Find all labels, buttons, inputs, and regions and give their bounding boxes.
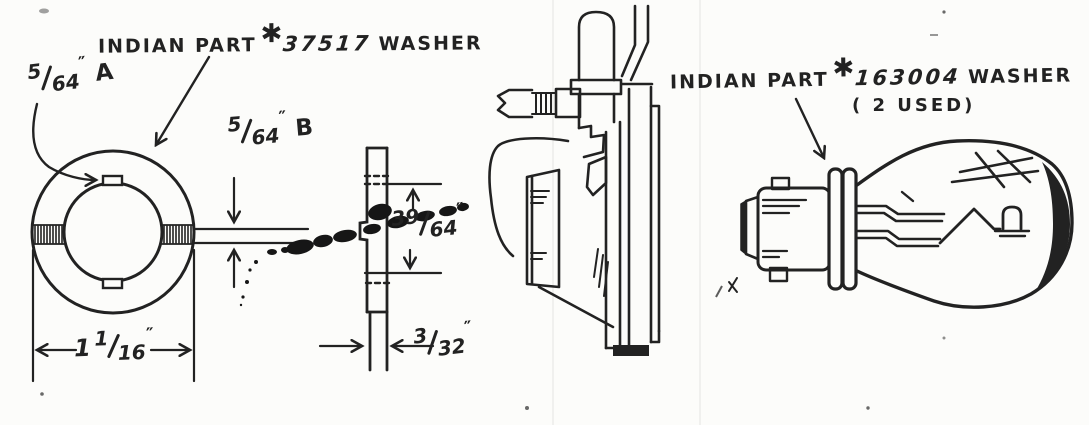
contact-tip-fill bbox=[740, 200, 747, 255]
hidden-edge-dashes bbox=[363, 174, 392, 285]
filament-stems bbox=[854, 204, 946, 248]
threads bbox=[531, 92, 557, 115]
screw-cylinder bbox=[554, 87, 582, 119]
dim-denominator: 64 bbox=[250, 123, 281, 150]
dim-bore-diameter: 39 64″ bbox=[390, 199, 467, 242]
panel-hatches bbox=[530, 190, 550, 260]
dim-numerator: 5 bbox=[25, 58, 43, 85]
washer-front-view bbox=[30, 149, 196, 315]
dim-numerator: 39 bbox=[390, 204, 421, 231]
side-left-edge bbox=[358, 146, 369, 314]
front-view-dimension-lines bbox=[31, 176, 310, 383]
top-tab bbox=[101, 174, 124, 187]
right-part-number: 163004 bbox=[854, 64, 963, 91]
dim-denominator: 32 bbox=[436, 333, 467, 361]
inch-mark: ″ bbox=[455, 199, 466, 220]
bayonet-pin-bottom bbox=[768, 266, 789, 283]
base-hatches bbox=[761, 198, 808, 259]
stray-pen-mark bbox=[728, 277, 738, 293]
pentagon-tab bbox=[585, 155, 608, 197]
contact-tip bbox=[744, 195, 760, 261]
rear-strips bbox=[620, 4, 661, 353]
filament-loop bbox=[1001, 205, 1023, 231]
inch-mark: ″ bbox=[145, 324, 155, 345]
washer-1 bbox=[827, 167, 844, 291]
glass-shadow-crescent bbox=[1035, 162, 1070, 292]
right-hatch-band bbox=[161, 224, 194, 245]
hook-curve bbox=[488, 136, 570, 258]
dim-denominator: 64 bbox=[428, 215, 459, 242]
filament bbox=[900, 190, 1031, 245]
dim-numerator: 5 bbox=[226, 111, 243, 137]
dim-denominator: 64 bbox=[50, 69, 82, 97]
bottom-tab bbox=[101, 277, 124, 290]
leader-arrows bbox=[32, 55, 824, 180]
side-view-dimension-lines bbox=[318, 182, 443, 346]
ink-smudge bbox=[239, 202, 469, 307]
collar bbox=[569, 78, 623, 96]
washer-2 bbox=[841, 167, 858, 291]
panel bbox=[525, 168, 561, 289]
glass-dash bbox=[900, 190, 915, 203]
slot-edge-lines bbox=[193, 227, 310, 245]
bayonet-pin-top bbox=[770, 176, 791, 191]
right-part-label-prefix: INDIAN PART bbox=[669, 68, 829, 94]
dim-numerator: 1 bbox=[94, 326, 109, 351]
block-sides bbox=[577, 92, 616, 130]
used-count-note: ( 2 USED) bbox=[852, 95, 976, 116]
notch-shape bbox=[577, 124, 606, 159]
left-part-label-prefix: INDIAN PART bbox=[97, 34, 257, 58]
dim-tag: B bbox=[294, 114, 315, 142]
dim-denominator: 16 bbox=[117, 339, 147, 365]
dim-tag: A bbox=[93, 58, 115, 87]
left-label-arrow bbox=[156, 55, 211, 145]
glass-sparkle-hatch bbox=[950, 149, 1040, 189]
left-part-number: 37517 bbox=[282, 31, 373, 57]
scan-artifact-lines bbox=[552, 0, 701, 425]
rounded-tube bbox=[577, 10, 616, 82]
bottom-diagonal bbox=[537, 285, 615, 329]
lamp-socket-bracket-figure bbox=[488, 4, 661, 356]
asterisk-mark: ✱ bbox=[260, 19, 283, 50]
bulb-figure bbox=[728, 139, 1074, 309]
right-label-arrow bbox=[794, 97, 824, 158]
washer-side-view bbox=[358, 146, 392, 372]
inner-circle bbox=[62, 181, 164, 283]
scan-specks bbox=[39, 8, 946, 410]
left-hatch-band bbox=[32, 224, 65, 245]
outer-circle bbox=[30, 149, 196, 315]
center-strip bbox=[604, 120, 622, 350]
right-part-label-suffix: WASHER bbox=[967, 64, 1073, 89]
dim-slot-width-b: 5 64″ B bbox=[226, 108, 315, 150]
dim-whole: 1 bbox=[73, 333, 92, 363]
inch-mark: ″ bbox=[277, 107, 288, 129]
terminal-screw bbox=[496, 87, 582, 119]
foot-bar bbox=[613, 345, 649, 356]
glass-envelope bbox=[855, 139, 1074, 309]
dim-numerator: 3 bbox=[411, 323, 429, 349]
tab-a-curved-arrow bbox=[32, 102, 96, 180]
left-part-label-suffix: WASHER bbox=[378, 32, 483, 56]
asterisk-mark: ✱ bbox=[832, 53, 855, 84]
fork-end bbox=[496, 88, 534, 119]
right-part-label-note: ( 2 USED) bbox=[852, 94, 975, 116]
